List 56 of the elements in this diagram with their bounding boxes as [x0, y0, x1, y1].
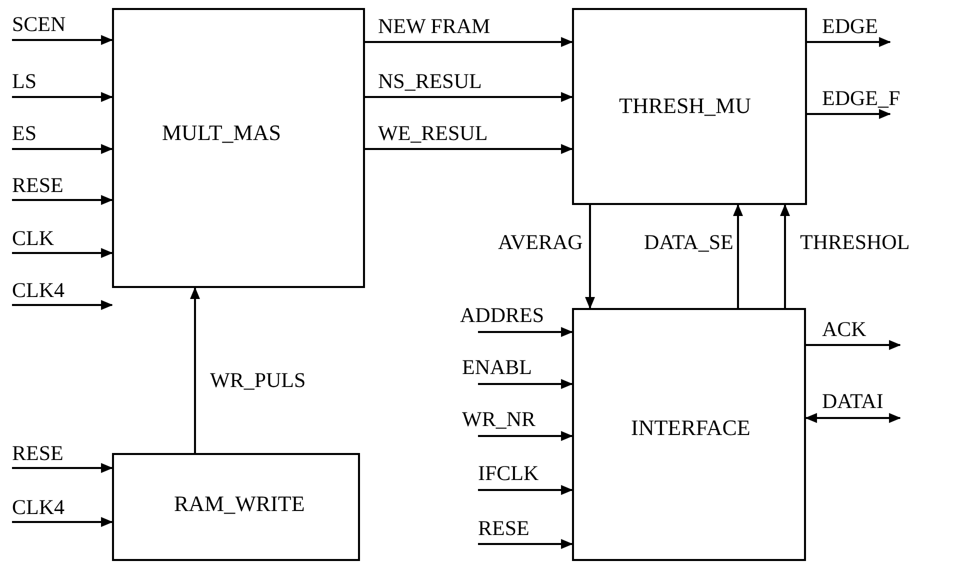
block-label: INTERFACE	[631, 417, 750, 439]
signal-label: WE_RESUL	[378, 123, 488, 144]
signal-label: NEW FRAM	[378, 16, 490, 37]
signal-label: SCEN	[12, 14, 66, 35]
signal-label: WR_NR	[462, 409, 536, 430]
arrow	[12, 144, 113, 154]
arrow	[780, 204, 790, 308]
block-label: THRESH_MU	[619, 95, 752, 117]
signal-label: NS_RESUL	[378, 71, 482, 92]
arrow	[806, 340, 901, 350]
arrow	[478, 327, 573, 337]
arrow	[12, 463, 113, 473]
arrow	[365, 37, 573, 47]
block-label: MULT_MAS	[162, 122, 281, 144]
signal-label: ES	[12, 123, 37, 144]
arrow	[365, 92, 573, 102]
signal-label: DATAI	[822, 391, 884, 412]
signal-label: DATA_SE	[644, 232, 734, 253]
signal-label: LS	[12, 71, 37, 92]
arrow	[12, 195, 113, 205]
arrow	[585, 205, 595, 309]
signal-label: ACK	[822, 319, 866, 340]
block-box	[112, 453, 360, 561]
arrow	[12, 517, 113, 527]
arrow	[805, 413, 901, 423]
signal-label: EDGE_F	[822, 88, 900, 109]
signal-label: ENABL	[462, 357, 532, 378]
arrow	[12, 300, 113, 310]
arrow	[478, 485, 573, 495]
arrow	[478, 539, 573, 549]
signal-label: EDGE	[822, 16, 878, 37]
arrow	[365, 144, 573, 154]
arrow	[478, 379, 573, 389]
arrow	[807, 37, 891, 47]
arrow	[733, 204, 743, 308]
signal-label: RESE	[12, 175, 64, 196]
arrow	[12, 92, 113, 102]
arrow	[190, 287, 200, 453]
signal-label: CLK	[12, 228, 54, 249]
signal-label: AVERAG	[498, 232, 583, 253]
arrow	[12, 248, 113, 258]
signal-label: CLK4	[12, 280, 64, 301]
signal-label: CLK4	[12, 497, 64, 518]
block-box	[112, 8, 365, 288]
signal-label: THRESHOL	[800, 232, 910, 253]
signal-label: ADDRES	[460, 305, 544, 326]
arrow	[12, 35, 113, 45]
arrow	[807, 109, 891, 119]
block-label: RAM_WRITE	[174, 493, 305, 515]
signal-label: RESE	[478, 518, 530, 539]
signal-label: IFCLK	[478, 463, 539, 484]
arrow	[478, 431, 573, 441]
block-box	[572, 308, 806, 561]
signal-label: RESE	[12, 443, 64, 464]
signal-label: WR_PULS	[210, 370, 306, 391]
block-box	[572, 8, 807, 205]
